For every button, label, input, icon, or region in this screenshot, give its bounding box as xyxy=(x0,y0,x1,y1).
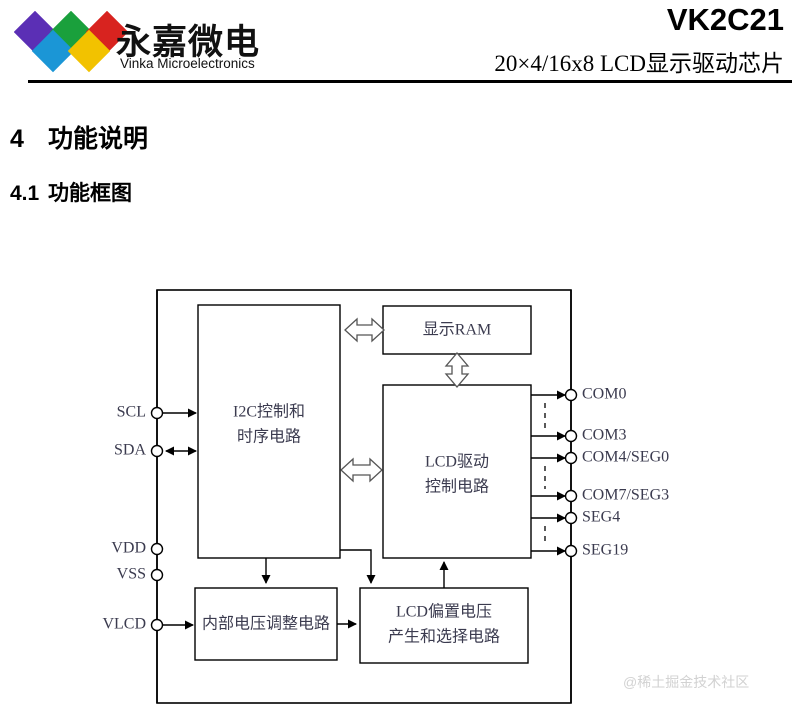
block-display-ram-label: 显示RAM xyxy=(423,322,491,339)
section-heading: 4 功能说明 xyxy=(10,119,148,155)
logo-diamond-group xyxy=(14,11,129,73)
block-lcd-bias-label-line1: LCD偏置电压 xyxy=(396,603,492,621)
part-description: 20×4/16x8 LCD显示驱动芯片 xyxy=(494,51,784,76)
arrow-i2c-to-lcd-driver xyxy=(340,457,383,483)
subsection-title: 功能框图 xyxy=(48,182,132,205)
left-pin-label-sda: SDA xyxy=(114,442,146,459)
block-lcd-bias-label-line2: 产生和选择电路 xyxy=(388,628,500,646)
header-divider xyxy=(28,80,792,83)
block-i2c-label-line1: I2C控制和 xyxy=(233,403,305,421)
logo-diamonds-svg xyxy=(14,11,129,73)
block-voltage-regulator: 内部电压调整电路 xyxy=(194,587,338,661)
right-pin-label-com3: COM3 xyxy=(582,427,626,444)
section-title: 功能说明 xyxy=(48,125,149,153)
block-diagram-svg: I2C控制和 时序电路 显示RAM LCD驱动 控制电路 内部电压调整电路 LC… xyxy=(102,289,669,704)
block-lcd-driver: LCD驱动 控制电路 xyxy=(382,384,532,559)
block-voltage-regulator-label: 内部电压调整电路 xyxy=(202,615,330,633)
block-i2c-label-line2: 时序电路 xyxy=(237,428,301,446)
left-pin-label-vdd: VDD xyxy=(111,540,146,557)
right-pin-com4-seg0: COM4/SEG0 xyxy=(531,449,669,466)
left-pin-vss: VSS xyxy=(117,566,164,583)
left-pin-vlcd: VLCD xyxy=(102,616,194,633)
internal-routing xyxy=(261,549,449,629)
left-pin-label-scl: SCL xyxy=(117,404,146,421)
arrow-i2c-to-display-ram xyxy=(344,317,385,343)
right-pin-seg4: SEG4 xyxy=(531,509,620,526)
right-pin-label-com4-seg0: COM4/SEG0 xyxy=(582,449,669,466)
right-pin-seg19: SEG19 xyxy=(531,542,628,559)
company-name-en: Vinka Microelectronics xyxy=(120,56,255,71)
arrow-display-ram-to-lcd-driver xyxy=(444,351,470,389)
right-pin-label-seg4: SEG4 xyxy=(582,509,620,526)
left-pin-sda: SDA xyxy=(114,442,197,459)
subsection-number: 4.1 xyxy=(10,182,40,205)
left-pin-label-vlcd: VLCD xyxy=(102,616,146,633)
right-pin-label-com0: COM0 xyxy=(582,386,626,403)
functional-block-diagram: I2C控制和 时序电路 显示RAM LCD驱动 控制电路 内部电压调整电路 LC… xyxy=(0,262,792,723)
right-pin-com7-seg3: COM7/SEG3 xyxy=(531,487,669,504)
left-pin-label-vss: VSS xyxy=(117,566,146,583)
right-pin-label-com7-seg3: COM7/SEG3 xyxy=(582,487,669,504)
left-pin-scl: SCL xyxy=(117,404,197,421)
block-lcd-driver-label-line2: 控制电路 xyxy=(425,478,489,496)
block-lcd-driver-label-line1: LCD驱动 xyxy=(425,453,489,471)
right-pin-com0: COM0 xyxy=(531,386,626,403)
section-number: 4 xyxy=(10,125,24,153)
watermark: @稀土掘金技术社区 xyxy=(623,674,750,690)
block-i2c-control: I2C控制和 时序电路 xyxy=(197,304,341,559)
right-pin-com3: COM3 xyxy=(531,427,626,444)
block-lcd-bias: LCD偏置电压 产生和选择电路 xyxy=(359,587,529,664)
company-logo-mark xyxy=(14,11,142,73)
logo-diamond-blue xyxy=(31,29,75,73)
part-number: VK2C21 xyxy=(666,2,784,37)
right-pin-label-seg19: SEG19 xyxy=(582,542,628,559)
block-display-ram: 显示RAM xyxy=(382,305,532,355)
subsection-heading: 4.1 功能框图 xyxy=(10,177,132,207)
left-pin-vdd: VDD xyxy=(111,540,164,557)
company-name-cn: 永嘉微电 xyxy=(116,23,261,62)
page-header: 永嘉微电 Vinka Microelectronics VK2C21 20×4/… xyxy=(0,0,792,86)
